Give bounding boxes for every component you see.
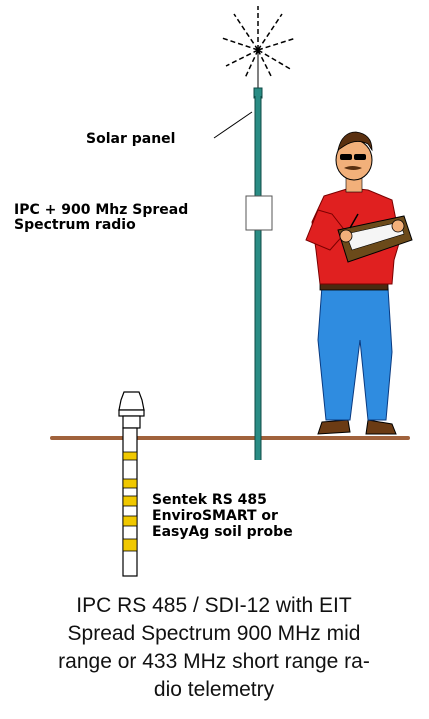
probe-label-line-3: EasyAg soil probe [152,524,293,540]
ipc-radio-label-line-2: Spectrum radio [14,217,136,233]
caption-line-4: dio telemetry [153,678,275,701]
solar-panel-label: Solar panel [86,131,176,147]
soil-probe [118,391,145,577]
solar-panel-pointer-line [213,111,253,139]
ipc-radio-label-line-1: IPC + 900 Mhz Spread [14,202,189,218]
mast-pole [255,96,261,460]
probe-label-line-2: EnviroSMART or [152,508,278,524]
probe-collar [118,409,145,417]
ipc-enclosure-box [245,195,273,231]
probe-cap [118,391,145,411]
technician-figure-icon [305,131,413,435]
caption-line-3: range or 433 MHz short range ra- [58,650,370,673]
probe-neck [122,415,141,429]
probe-sensor-bands [122,451,138,552]
probe-label-line-1: Sentek RS 485 [152,492,267,508]
caption-line-2: Spread Spectrum 900 MHz mid [67,622,361,645]
caption-line-1: IPC RS 485 / SDI-12 with EIT [76,594,352,617]
antenna-signal-burst-icon [221,6,297,79]
diagram-caption: IPC RS 485 / SDI-12 with EIT Spread Spec… [14,592,414,704]
